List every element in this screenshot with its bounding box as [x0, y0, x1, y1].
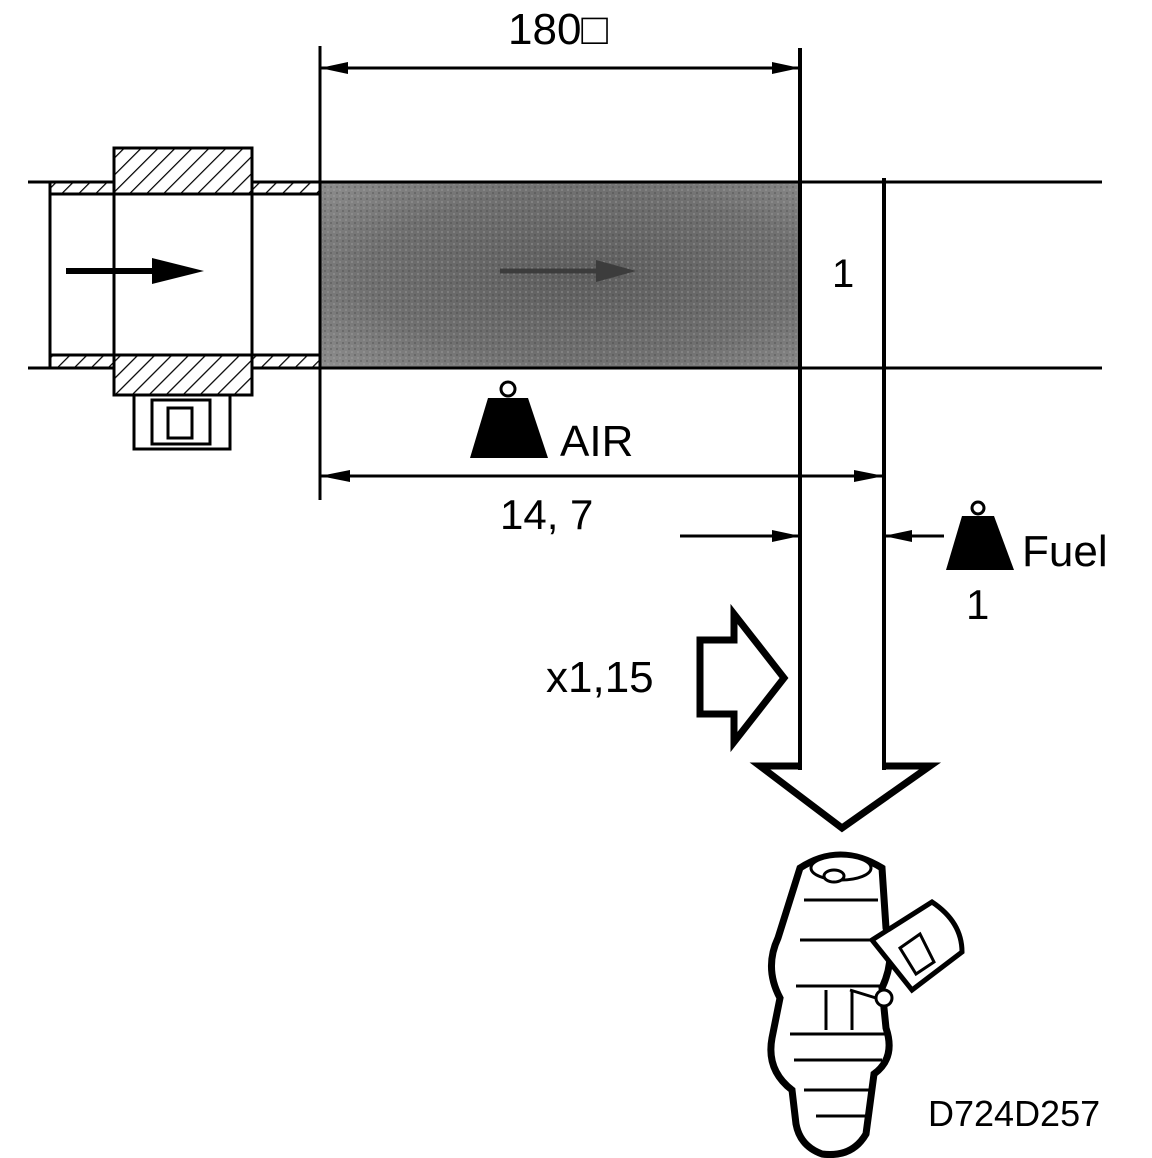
- dimension-angle: [318, 46, 800, 182]
- airflow-sensor-icon: [48, 146, 322, 451]
- figure-code: D724D257: [928, 1093, 1101, 1134]
- fuel-portion-label: 1: [832, 252, 855, 296]
- fuel-unit-label: 1: [966, 581, 990, 628]
- air-ratio-label: 14, 7: [500, 491, 594, 538]
- weight-icon: [470, 380, 548, 458]
- angle-label: 180□: [508, 5, 608, 54]
- correction-factor-label: x1,15: [546, 653, 654, 702]
- dimension-air-ratio: [318, 368, 884, 500]
- injector-icon: [767, 851, 965, 1158]
- air-label: AIR: [560, 417, 634, 466]
- hollow-arrow-icon: [696, 603, 789, 753]
- weight-icon: [946, 500, 1014, 570]
- air-column: [318, 180, 802, 370]
- down-arrow-icon: [749, 762, 942, 833]
- dimension-fuel: [680, 530, 944, 542]
- fuel-slice-lines: [798, 48, 886, 770]
- fuel-label: Fuel: [1022, 527, 1108, 576]
